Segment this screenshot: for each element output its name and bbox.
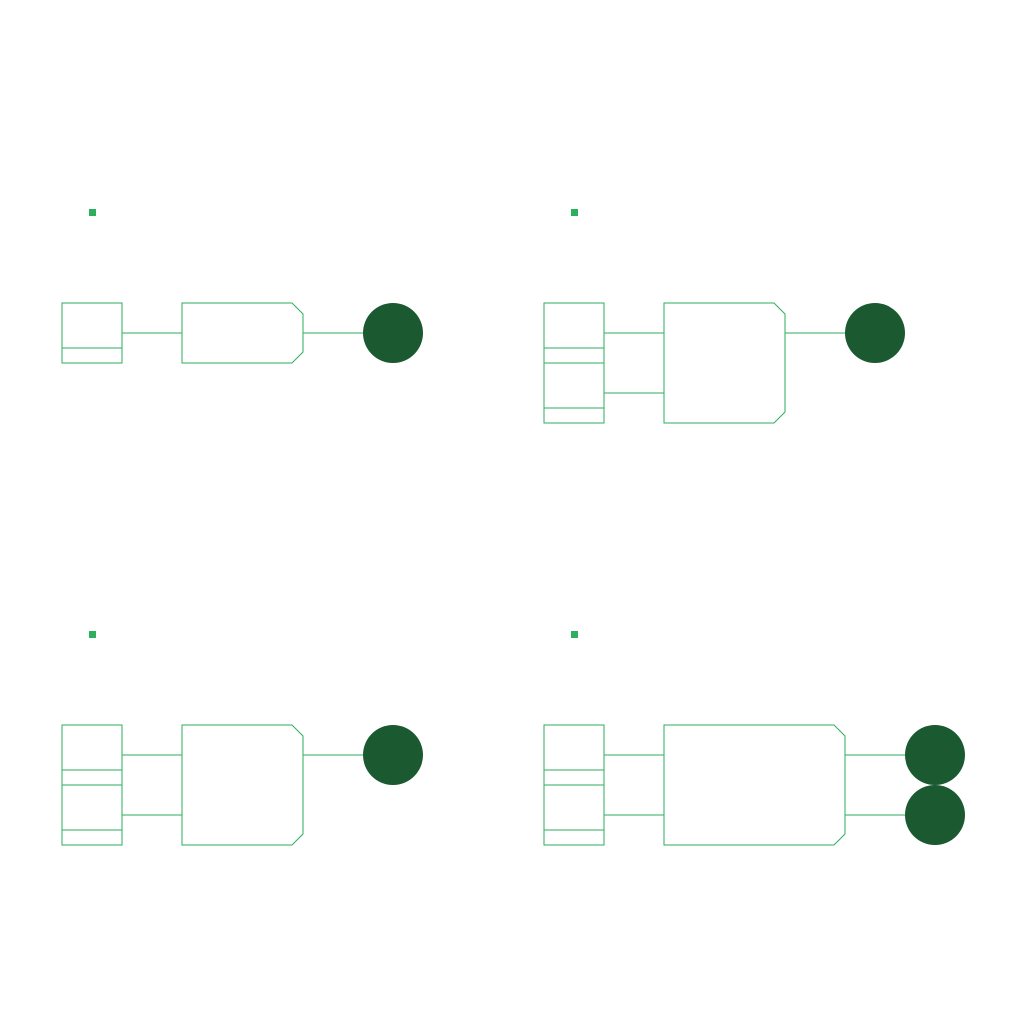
output-terminal: [363, 303, 423, 363]
output-terminal: [363, 725, 423, 785]
process-node: [663, 302, 786, 424]
panel-marker: [571, 631, 578, 638]
input-cell: [543, 362, 605, 424]
panel-marker: [571, 209, 578, 216]
panel-4: [543, 631, 965, 846]
input-cell: [61, 784, 123, 846]
input-block: [543, 302, 605, 424]
input-block: [61, 724, 123, 846]
input-cell: [543, 302, 605, 364]
panel-1: [61, 209, 423, 364]
output-terminal: [905, 785, 965, 845]
input-block: [543, 724, 605, 846]
input-cell: [61, 302, 123, 364]
process-node: [181, 724, 304, 846]
output-terminal: [845, 303, 905, 363]
process-node: [663, 724, 846, 846]
input-cell: [543, 784, 605, 846]
input-block: [61, 302, 123, 364]
input-cell: [543, 724, 605, 786]
output-terminal: [905, 725, 965, 785]
panel-3: [61, 631, 423, 846]
panel-marker: [89, 209, 96, 216]
panel-2: [543, 209, 905, 424]
input-cell: [61, 724, 123, 786]
panel-marker: [89, 631, 96, 638]
process-node: [181, 302, 304, 364]
